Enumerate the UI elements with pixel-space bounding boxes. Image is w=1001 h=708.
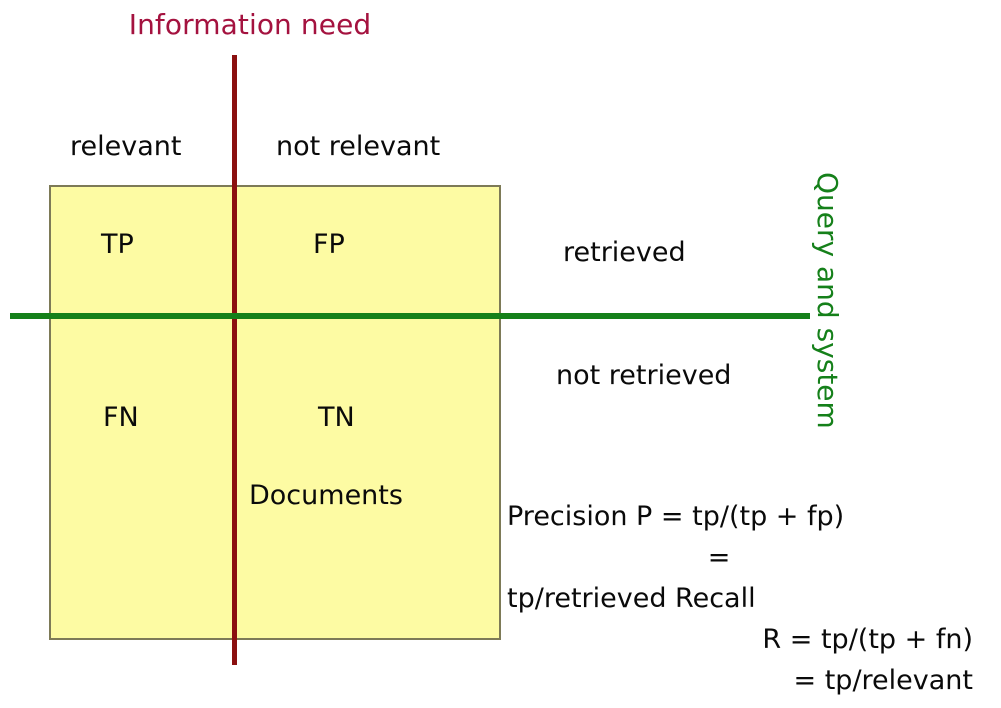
formula-precision: Precision P = tp/(tp + fp) [507, 501, 845, 532]
query-system-divider [10, 313, 810, 319]
formula-block: Precision P = tp/(tp + fp) = tp/retrieve… [507, 496, 973, 701]
page-title: Information need [128, 8, 372, 41]
formula-recall: R = tp/(tp + fn) [762, 624, 973, 655]
information-need-divider [232, 55, 237, 665]
documents-caption: Documents [249, 480, 403, 511]
vertical-axis-label: Query and system [811, 172, 844, 429]
cell-true-negative: TN [318, 402, 355, 433]
column-header-not-relevant: not relevant [276, 131, 441, 162]
row-label-not-retrieved: not retrieved [556, 360, 732, 391]
documents-box [49, 185, 501, 640]
cell-true-positive: TP [101, 229, 134, 260]
cell-false-positive: FP [313, 229, 345, 260]
formula-precision-alt: tp/retrieved Recall [507, 583, 756, 614]
cell-false-negative: FN [103, 402, 139, 433]
formula-recall-alt: = tp/relevant [793, 665, 973, 696]
formula-equals: = [707, 542, 731, 573]
row-label-retrieved: retrieved [563, 237, 686, 268]
column-header-relevant: relevant [70, 131, 182, 162]
